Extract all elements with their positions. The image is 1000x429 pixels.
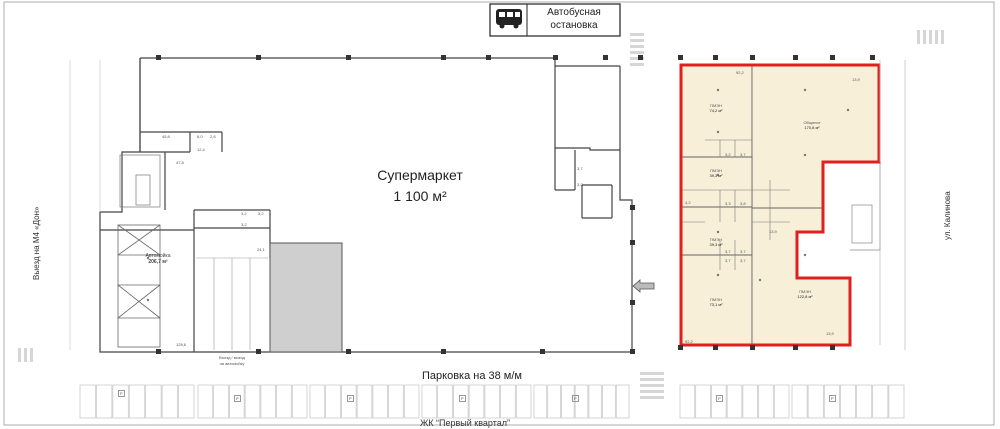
- parking-spot-marker: P: [572, 395, 579, 402]
- main-building-walls: [99, 57, 633, 353]
- right-columns: [678, 55, 875, 350]
- stair-right: [850, 161, 881, 251]
- parking-spot-marker: P: [459, 395, 466, 402]
- room-tag: 3,2: [577, 182, 583, 187]
- map-frame: [3, 1, 995, 426]
- room-tag: 24,1: [257, 247, 265, 252]
- car-wash-exit-line2: на автомойку: [219, 361, 245, 366]
- parking-spot-marker: P: [829, 395, 836, 402]
- right-block-partitions: [681, 139, 790, 270]
- unit-6-label: ПМЭН 122,8 м²: [785, 289, 825, 299]
- unit-1-area: 74,2 м²: [709, 108, 723, 113]
- unit-4-area: 39,3 м²: [709, 242, 723, 247]
- unit-6-area: 122,8 м²: [797, 294, 813, 299]
- room-tag: 3,7: [740, 152, 746, 157]
- room-tag: 3,8: [740, 201, 746, 206]
- bus-stop-label: Автобусная остановка: [529, 6, 619, 32]
- supermarket-area: 1 100 м²: [393, 188, 447, 204]
- room-tag: 3,7: [725, 258, 731, 263]
- parking-spot-marker: P: [234, 395, 241, 402]
- supermarket-label: Супермаркет 1 100 м²: [355, 165, 485, 207]
- bus-stop-line1: Автобусная: [547, 7, 601, 18]
- right-street-lines: [879, 60, 906, 350]
- room-tag: 3,2: [241, 211, 247, 216]
- room-tag: 45,8: [162, 134, 170, 139]
- room-tag: 3,7: [725, 249, 731, 254]
- crosswalk-right: [917, 30, 944, 44]
- left-exit-label: Выезд на М4 «Дон»: [32, 206, 41, 280]
- unit-6-name: ПМЭН: [799, 289, 811, 294]
- room-tag: 13,9: [852, 77, 860, 82]
- stair-left: [119, 154, 161, 208]
- unit-2-label: Общепит 170,8 м²: [792, 120, 832, 130]
- room-tag: 47,8: [176, 160, 184, 165]
- unit-1-name: ПМЭН: [710, 103, 722, 108]
- parking-spot-marker: P: [716, 395, 723, 402]
- right-street-label: ул. Калинова: [943, 191, 952, 240]
- bottom-complex-label: ЖК “Первый квартал”: [420, 418, 511, 428]
- right-block-units: [680, 64, 880, 346]
- car-wash-area: 206,7 м²: [148, 259, 168, 265]
- car-wash-exit-line1: Въезд / выезд: [219, 355, 245, 360]
- room-tag: 6,0: [197, 134, 203, 139]
- car-wash-ramp: [196, 257, 268, 350]
- car-wash-name: Автомойка: [145, 253, 171, 259]
- unit-4-label: ПМЭН 39,3 м²: [696, 237, 736, 247]
- entrance-arrow-icon: [632, 279, 655, 293]
- parking-spot-marker: P: [347, 395, 354, 402]
- room-dots: [146, 88, 850, 302]
- room-tag: 13,9: [826, 331, 834, 336]
- room-tag: 3,7: [740, 249, 746, 254]
- left-street-lines: [69, 60, 101, 350]
- supermarket-name: Супермаркет: [377, 167, 463, 183]
- crosswalk-bottom: [640, 372, 664, 399]
- bus-stop-line2: остановка: [550, 20, 598, 31]
- crosswalk-top: [630, 33, 644, 66]
- parking-spot-marker: P: [118, 390, 125, 397]
- room-tag: 92,2: [685, 339, 693, 344]
- room-tag: 3,2: [725, 152, 731, 157]
- unit-3-area: 39,3 м²: [709, 173, 723, 178]
- room-tag: 3,2: [241, 222, 247, 227]
- crosswalk-left-bottom: [18, 348, 33, 362]
- room-tag: 4,2: [685, 200, 691, 205]
- room-tag: 3,7: [740, 258, 746, 263]
- parking-row: [79, 384, 905, 419]
- unit-5-area: 73,1 м²: [709, 302, 723, 307]
- unit-2-area: 170,8 м²: [804, 125, 820, 130]
- columns: [156, 55, 643, 354]
- room-tag: 2,8: [210, 134, 216, 139]
- room-tag: 3,2: [258, 211, 264, 216]
- unit-5-label: ПМЭН 73,1 м²: [696, 297, 736, 307]
- unit-5-name: ПМЭН: [710, 297, 722, 302]
- parking-label: Парковка на 38 м/м: [422, 370, 522, 382]
- room-tag: 3,7: [577, 166, 583, 171]
- unit-1-label: ПМЭН 74,2 м²: [696, 103, 736, 113]
- room-tag: 13,9: [769, 229, 777, 234]
- car-wash-bays: [117, 224, 161, 348]
- loading-area: [269, 242, 343, 353]
- unit-2-name: Общепит: [803, 120, 821, 125]
- car-wash-exit-label: Въезд / выезд на автомойку: [198, 355, 266, 367]
- room-tag: 92,2: [736, 70, 744, 75]
- unit-3-name: ПМЭН: [710, 168, 722, 173]
- bus-icon: [496, 9, 522, 29]
- room-tag: 12,4: [197, 147, 205, 152]
- car-wash-label: Автомойка 206,7 м²: [128, 253, 188, 265]
- room-tag: 3,3: [725, 201, 731, 206]
- unit-4-name: ПМЭН: [710, 237, 722, 242]
- room-tag: 128,6: [176, 342, 187, 347]
- unit-3-label: ПМЭН 39,3 м²: [696, 168, 736, 178]
